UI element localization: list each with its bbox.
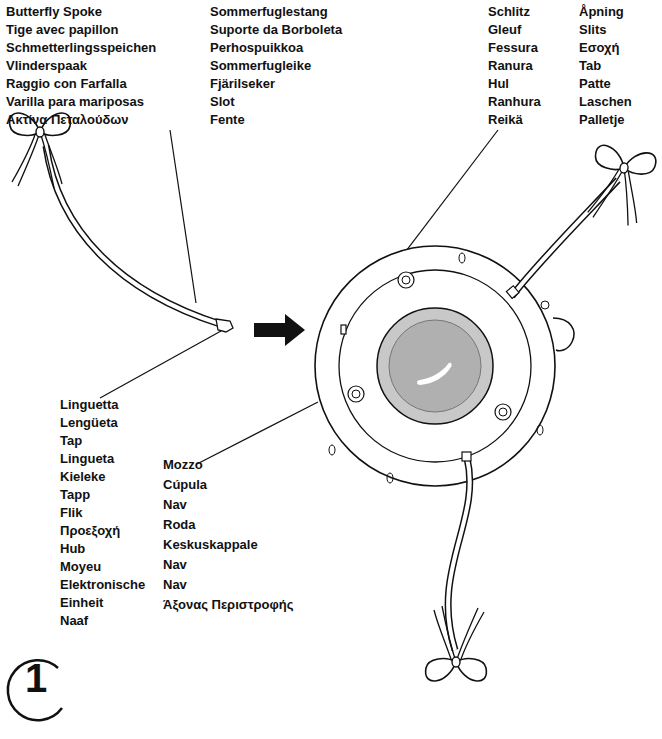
leader-line: [197, 402, 318, 464]
callout-number: 1: [8, 668, 64, 688]
part-name: Hub: [60, 540, 85, 558]
part-name: Tap: [60, 432, 82, 450]
part-name: Slits: [579, 21, 606, 39]
part-name: Lengüeta: [60, 414, 118, 432]
part-name: Άξονας Περιστροφής: [163, 595, 293, 615]
part-name: Tige avec papillon: [6, 21, 118, 39]
part-name: Ranhura: [488, 93, 541, 111]
part-name: Ranura: [488, 57, 533, 75]
part-name: Moyeu: [60, 558, 101, 576]
part-name: Elektronische Einheit: [60, 576, 160, 612]
part-name: Hul: [488, 75, 509, 93]
part-name: Roda: [163, 515, 196, 535]
part-name: Linguetta: [60, 396, 119, 414]
part-name: Sommerfuglestang: [210, 3, 328, 21]
part-name: Patte: [579, 75, 611, 93]
part-name: Butterfly Spoke: [6, 3, 102, 21]
part-name: Åpning: [579, 3, 624, 21]
part-name: Raggio con Farfalla: [6, 75, 127, 93]
butterfly: [426, 606, 487, 681]
part-name: Naaf: [60, 612, 88, 630]
part-name: Flik: [60, 504, 82, 522]
part-name: Sommerfugleike: [210, 57, 311, 75]
part-name: Gleuf: [488, 21, 521, 39]
slot: [341, 325, 346, 334]
part-name: Mozzo: [163, 455, 203, 475]
part-name: Schmetterlingsspeichen: [6, 39, 156, 57]
part-name: Schlitz: [488, 3, 530, 21]
part-name: Kieleke: [60, 468, 106, 486]
butterflies: [10, 113, 658, 681]
part-name: Fessura: [488, 39, 538, 57]
tab: [216, 319, 233, 332]
insert-arrow: [254, 314, 305, 346]
part-name: Vlinderspaak: [6, 57, 87, 75]
part-name: Palletje: [579, 111, 625, 129]
part-name: Cúpula: [163, 475, 207, 495]
leader-line: [170, 130, 196, 303]
part-name: Perhospuikkoa: [210, 39, 303, 57]
part-name: Fjärilseker: [210, 75, 275, 93]
spoke: [46, 146, 220, 324]
part-name: Tapp: [60, 486, 90, 504]
part-name: Laschen: [579, 93, 632, 111]
part-name: Nav: [163, 495, 187, 515]
part-name: Ακτίνα Πεταλούδων: [6, 111, 129, 129]
butterfly: [584, 144, 657, 228]
spoke: [46, 146, 220, 324]
part-name: Varilla para mariposas: [6, 93, 144, 111]
part-name: Tab: [579, 57, 601, 75]
part-name: Keskuskappale: [163, 535, 258, 555]
part-name: Nav: [163, 575, 187, 595]
leader-line: [100, 331, 221, 398]
part-name: Lingueta: [60, 450, 114, 468]
part-name: Slot: [210, 93, 235, 111]
part-name: Εσοχή: [579, 39, 619, 57]
part-name: Nav: [163, 555, 187, 575]
part-name: Reikä: [488, 111, 523, 129]
part-name: Προεξοχή: [60, 522, 120, 540]
part-name: Fente: [210, 111, 245, 129]
hub: [315, 246, 574, 486]
part-name: Suporte da Borboleta: [210, 21, 342, 39]
